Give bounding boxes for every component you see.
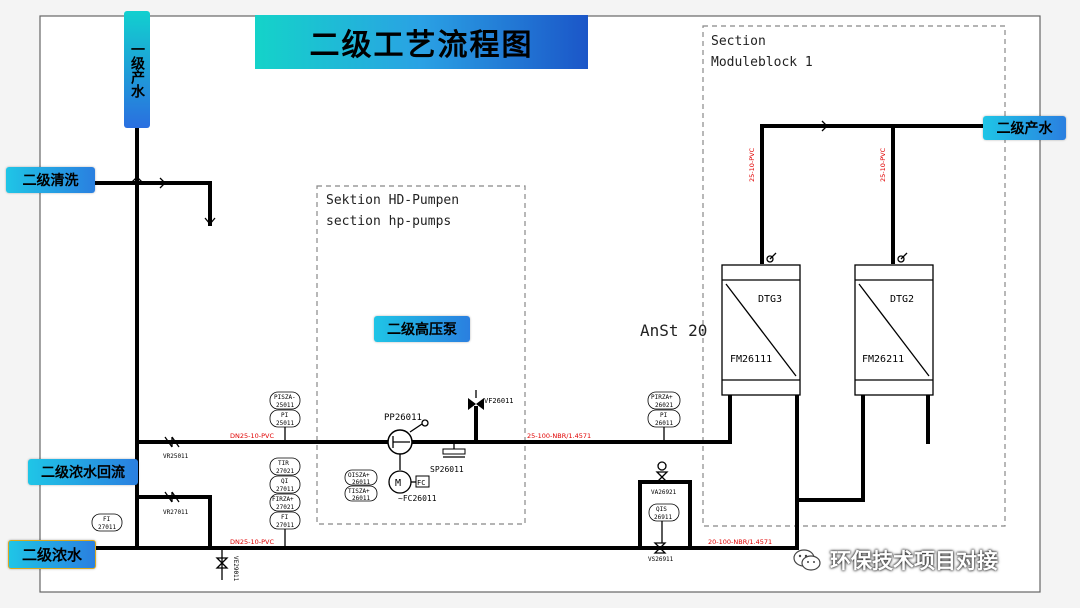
svg-text:26011: 26011 [352, 479, 370, 486]
drain-label: VE29011 [232, 556, 239, 582]
svg-text:FI: FI [103, 516, 111, 523]
svg-text:26911: 26911 [654, 514, 672, 521]
module2-tag: FM26211 [862, 354, 904, 365]
watermark: 环保技术项目对接 [792, 542, 998, 578]
check-valve-vr27011 [164, 491, 180, 503]
motor-label: M [395, 478, 401, 489]
pipe-label-main-out: 25-100-NBR/1.4571 [527, 432, 591, 440]
instrument-motor-stack: OISZA+ 26011 TISZA+ 26011 [344, 469, 378, 502]
pipe-label-conc-in: DN25-10-PVC [230, 538, 274, 546]
tag-secondary-product: 二级产水 [983, 116, 1066, 140]
watermark-text: 环保技术项目对接 [830, 549, 998, 573]
svg-text:25011: 25011 [276, 420, 294, 427]
svg-text:OISZA+: OISZA+ [348, 472, 370, 479]
page-title: 二级工艺流程图 [255, 15, 588, 69]
svg-text:PISZA-: PISZA- [274, 394, 296, 401]
valve-va [655, 471, 669, 483]
module-section-label-2: Moduleblock 1 [711, 55, 813, 70]
fc-label: FC [417, 479, 425, 487]
vf-label: VF26011 [484, 397, 514, 405]
instrument-fi-left: FI 27011 [91, 513, 123, 532]
svg-text:26011: 26011 [655, 420, 673, 427]
svg-text:25011: 25011 [276, 402, 294, 409]
anst-label: AnSt 20 [640, 321, 707, 340]
vent-valve-vf [468, 398, 484, 410]
tag-primary-product: 一级产水 [124, 11, 150, 128]
svg-text:27011: 27011 [276, 522, 294, 529]
module2-name: DTG2 [890, 294, 914, 305]
pipe-label-conc-out: 20-100-NBR/1.4571 [708, 538, 772, 546]
pipe-label-product-right: 25-10-PVC [879, 147, 887, 182]
instrument-pisza: PISZA- 25011 PI 25011 [269, 391, 301, 442]
svg-text:QIS: QIS [656, 506, 667, 513]
hp-section-label-1: Sektion HD-Pumpen [326, 193, 459, 208]
svg-text:FIRZA+: FIRZA+ [272, 496, 294, 503]
tag-secondary-conc: 二级浓水 [8, 540, 96, 569]
vs-label: VS26911 [648, 556, 674, 563]
fc-tag: ~FC26011 [398, 494, 437, 503]
svg-text:27011: 27011 [98, 524, 116, 531]
hp-section-label-2: section hp-pumps [326, 214, 451, 229]
hp-pump-section-box [316, 185, 526, 525]
tag-secondary-cleaning: 二级清洗 [6, 167, 95, 193]
instrument-vs: QIS 26911 [648, 503, 680, 543]
svg-text:QI: QI [281, 478, 289, 485]
module1-name: DTG3 [758, 294, 782, 305]
pump-label: PP26011 [384, 413, 422, 423]
safety-pressure-device [442, 448, 466, 455]
svg-text:27021: 27021 [276, 504, 294, 511]
svg-text:TIR: TIR [278, 460, 289, 467]
svg-text:26021: 26021 [655, 402, 673, 409]
va-label: VA26921 [651, 489, 677, 496]
flow-arrow [159, 177, 166, 189]
vr2-label: VR27011 [163, 509, 189, 516]
svg-text:PI: PI [660, 412, 668, 419]
check-valve-vr25011 [164, 436, 180, 448]
module1-tag: FM26111 [730, 354, 772, 365]
svg-text:27011: 27011 [276, 486, 294, 493]
vr1-label: VR25011 [163, 453, 189, 460]
pipe-label-main-in: DN25-10-PVC [230, 432, 274, 440]
svg-text:TISZA+: TISZA+ [348, 488, 370, 495]
svg-text:FI: FI [281, 514, 289, 521]
instrument-stack-right: TIR 27021 QI 27011 FIRZA+ 27021 FI 27011 [269, 457, 301, 548]
drain-valve [215, 557, 229, 569]
svg-text:27021: 27021 [276, 468, 294, 475]
tag-secondary-conc-return: 二级浓水回流 [28, 459, 138, 485]
svg-text:PIRZA+: PIRZA+ [651, 394, 673, 401]
wechat-icon [793, 549, 821, 571]
flow-arrow [821, 120, 828, 132]
flow-arrow [131, 176, 143, 183]
module-section-box [702, 25, 1006, 527]
svg-text:PI: PI [281, 412, 289, 419]
flow-arrow [204, 217, 216, 226]
sp-label: SP26011 [430, 465, 464, 474]
instrument-pirza: PIRZA+ 26021 PI 26011 [647, 391, 681, 442]
tag-hp-pump: 二级高压泵 [374, 316, 470, 342]
module-section-label-1: Section [711, 34, 766, 49]
pipe-label-product-left: 25-10-PVC [748, 147, 756, 182]
svg-text:26011: 26011 [352, 495, 370, 502]
